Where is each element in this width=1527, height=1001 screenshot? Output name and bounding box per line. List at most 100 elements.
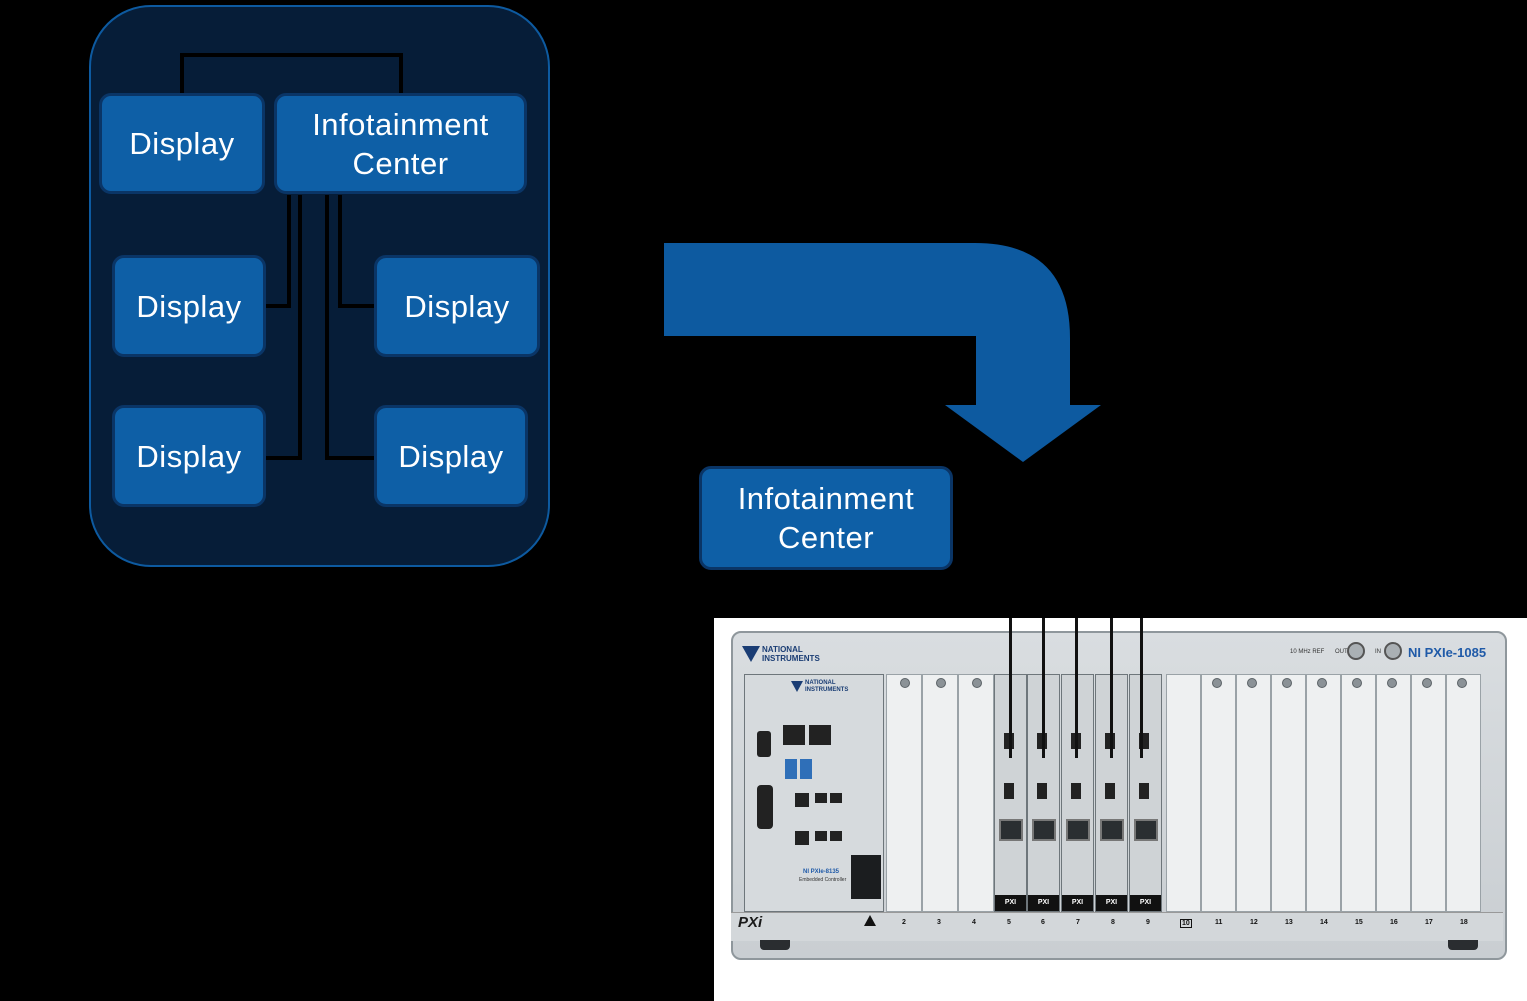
slot-number: 6 [1041,919,1045,926]
screw-icon [1387,678,1397,688]
displayport-port [795,793,809,807]
bnc-out-icon [1347,642,1365,660]
pxi-chassis-photo: NATIONAL INSTRUMENTS 10 MHz REF OUT IN N… [714,618,1527,1001]
rj45-port [1134,819,1158,841]
slot-number: 16 [1390,919,1398,926]
hdmi-port [1139,733,1149,749]
slot-number: 17 [1425,919,1433,926]
usb-port [815,831,827,841]
wire-c-vertical [325,195,329,460]
slot-number: 15 [1355,919,1363,926]
infotainment-center-box-bottom: Infotainment Center [699,466,953,570]
hdmi-port [1037,783,1047,799]
hdd-latch [851,855,881,899]
rj45-port [1066,819,1090,841]
slot-number: 13 [1285,919,1293,926]
ni-logo-icon [742,646,760,662]
slot-number: 14 [1320,919,1328,926]
display-label: Display [136,288,242,324]
module-tag: PXI [1062,895,1093,911]
module-tag: PXI [1096,895,1127,911]
screw-icon [1457,678,1467,688]
empty-slot [1166,674,1201,912]
screw-icon [1317,678,1327,688]
slot-number: 11 [1215,919,1223,926]
empty-slot [1271,674,1306,912]
screw-icon [1352,678,1362,688]
rj45-port [1100,819,1124,841]
slot-number: 3 [937,919,941,926]
hdmi-port [1004,783,1014,799]
slot-number: 5 [1007,919,1011,926]
ref-label: 10 MHz REF [1290,649,1325,655]
rj45-port [999,819,1023,841]
video-cable [1075,618,1078,758]
empty-slot [1306,674,1341,912]
display-box-mid-left: Display [112,255,266,357]
ethernet-port [783,725,805,745]
slot-number: 9 [1146,919,1150,926]
infotainment-center-label: Infotainment Center [312,106,489,181]
empty-slot [958,674,994,912]
wire-c-horizontal [325,456,377,460]
display-label: Display [404,288,510,324]
warning-icon [864,915,876,926]
hdmi-port [1105,783,1115,799]
usb-port [830,831,842,841]
wire-top-horizontal [180,53,403,57]
usb-port [815,793,827,803]
bnc-in-icon [1384,642,1402,660]
hdmi-port [1139,783,1149,799]
pxi-logo: PXi [738,914,763,931]
wire-b-horizontal [263,456,302,460]
display-box-bottom-right: Display [374,405,528,507]
infotainment-center-label: Infotainment Center [737,481,915,555]
module-tag: PXI [1028,895,1059,911]
module-tag: PXI [995,895,1026,911]
ni-logo-icon [791,681,803,692]
empty-slot [886,674,922,912]
rj45-port [1032,819,1056,841]
wire-d-horizontal [338,304,377,308]
video-cable [1110,618,1113,758]
chassis-foot [760,940,790,950]
empty-slot [1376,674,1411,912]
infotainment-center-box-top: Infotainment Center [274,93,527,194]
empty-slot [1201,674,1236,912]
wire-b-vertical [298,195,302,460]
wire-d-vertical [338,195,342,308]
chassis-model: NI PXIe-1085 [1408,645,1487,660]
serial-port [757,731,771,757]
empty-slot [1446,674,1481,912]
display-box-mid-right: Display [374,255,540,357]
usb3-port [785,759,797,779]
controller-brand-line2: INSTRUMENTS [805,687,849,693]
module-tag: PXI [1130,895,1161,911]
gpib-port [757,785,773,829]
slot-number: 18 [1460,919,1468,926]
empty-slot [1236,674,1271,912]
video-cable [1009,618,1012,758]
screw-icon [972,678,982,688]
wire-a-horizontal [263,304,291,308]
controller-brand-line1: NATIONAL [805,680,836,686]
usb-port [830,793,842,803]
video-cable [1140,618,1143,758]
slot-number: 7 [1076,919,1080,926]
brand-line2: INSTRUMENTS [762,654,820,663]
wire-top-left-vertical [180,53,184,96]
empty-slot [1411,674,1446,912]
usb3-port [800,759,812,779]
chassis-foot [1448,940,1478,950]
screw-icon [1422,678,1432,688]
empty-slot [922,674,958,912]
ethernet-port [809,725,831,745]
display-box-top-left: Display [99,93,265,194]
embedded-controller: NATIONAL INSTRUMENTS NI PXIe-8135 Embedd… [744,674,884,912]
screw-icon [1212,678,1222,688]
controller-model: NI PXIe-8135 [803,869,840,875]
screw-icon [1282,678,1292,688]
in-label: IN [1375,649,1381,655]
out-label: OUT [1335,649,1348,655]
display-label: Display [136,438,242,474]
